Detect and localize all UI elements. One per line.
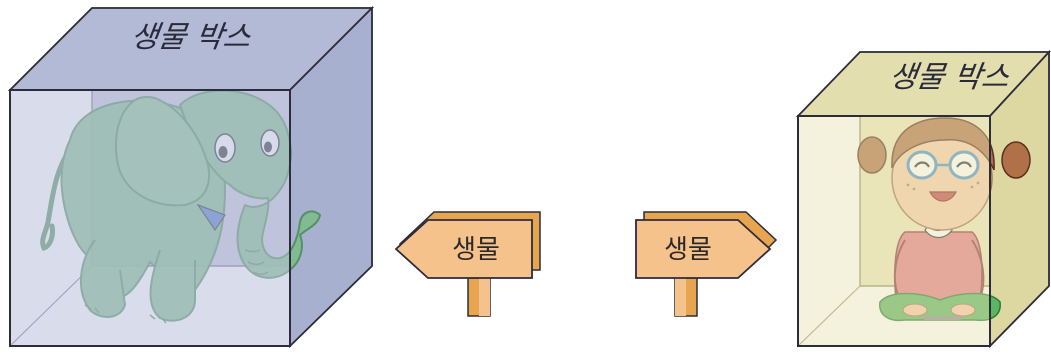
left-sign-post-highlight <box>479 278 490 316</box>
right-box-edge <box>797 285 861 347</box>
right-creature-box: 생물 박스 <box>795 49 1051 349</box>
right-box-title: 생물 박스 <box>887 60 1012 95</box>
girl-figure <box>857 117 1031 322</box>
right-sign-label: 생물 <box>664 235 712 265</box>
left-creature-box: 생물 박스 <box>7 5 375 349</box>
left-sign-board <box>394 219 533 279</box>
right-sign-board <box>635 219 772 279</box>
left-box-title: 생물 박스 <box>128 20 253 55</box>
left-box-front-face <box>9 89 291 347</box>
right-signpost: 생물 <box>635 211 778 317</box>
left-sign-label: 생물 <box>452 235 500 265</box>
right-sign-post-highlight <box>675 278 686 316</box>
left-signpost: 생물 <box>394 211 541 317</box>
right-box-front-face <box>797 115 991 347</box>
